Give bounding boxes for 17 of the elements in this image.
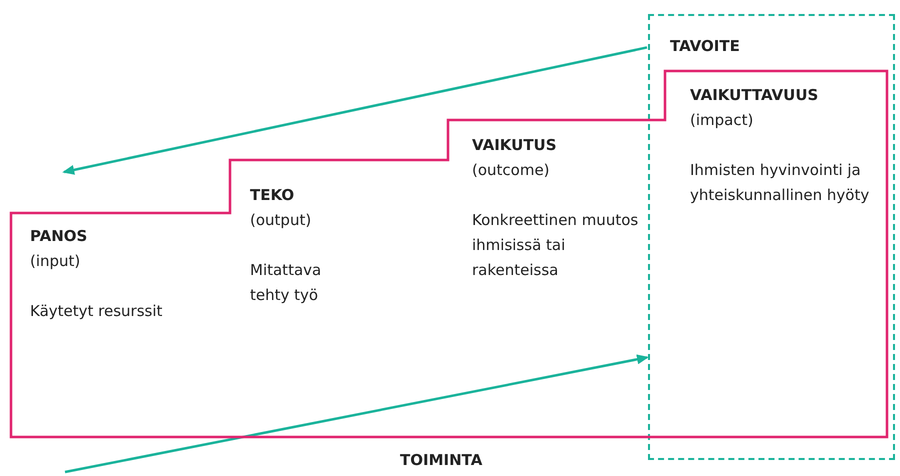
group-title: TOIMINTA [400, 450, 482, 471]
step-description: Ihmisten hyvinvointi ja yhteiskunnallinen hyöty [690, 160, 870, 206]
step-heading: TEKO [250, 185, 296, 206]
frame-title: TAVOITE [670, 36, 740, 57]
arrow [64, 354, 649, 474]
step-subtitle: (impact) [690, 110, 754, 131]
step-heading: VAIKUTTAVUUS [690, 85, 820, 106]
step-description: Mitattava tehty työ [250, 260, 322, 306]
step-description: Käytetyt resurssit [30, 301, 164, 322]
goal-frame [648, 14, 895, 460]
arrow [62, 46, 648, 175]
step-description: Konkreettinen muutos ihmisissä tai rakenteissa [472, 210, 640, 281]
step-heading: VAIKUTUS [472, 135, 558, 156]
step-subtitle: (output) [250, 210, 312, 231]
step-subtitle: (outcome) [472, 160, 551, 181]
step-heading: PANOS [30, 226, 88, 247]
step-subtitle: (input) [30, 251, 82, 272]
